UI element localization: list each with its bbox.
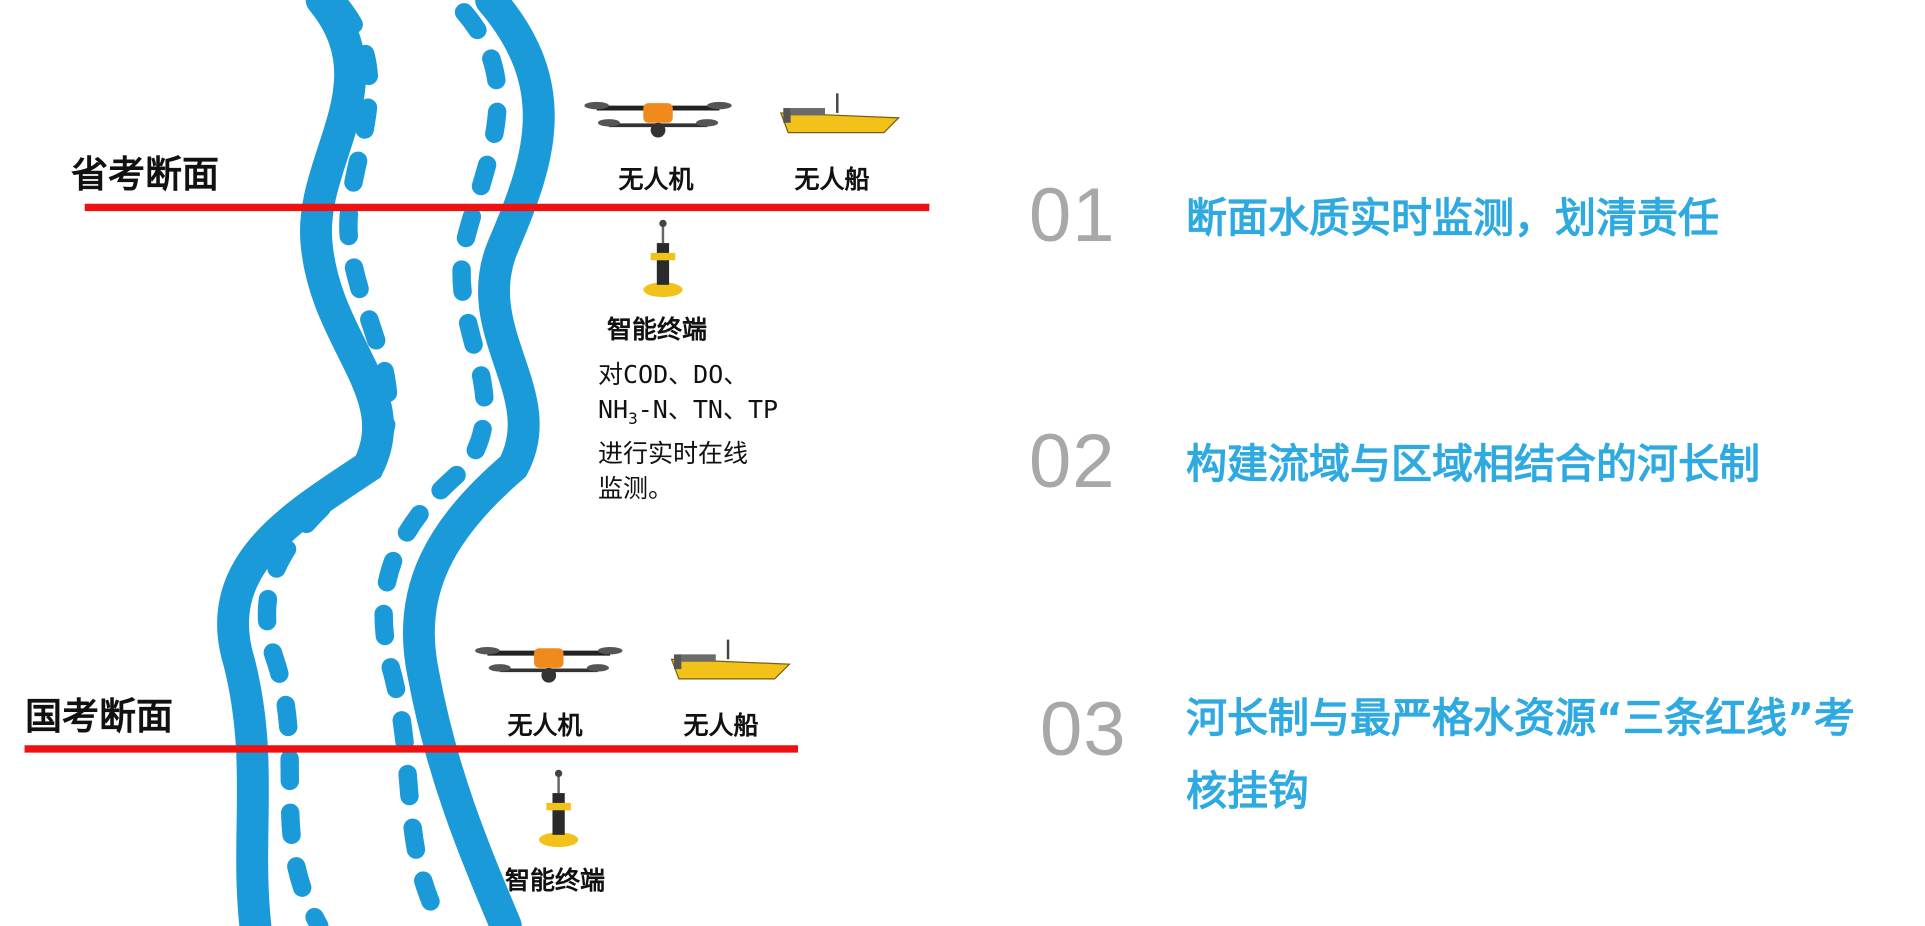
item-text: 断面水质实时监测，划清责任: [1186, 194, 1719, 242]
item-text: 构建流域与区域相结合的河长制: [1186, 440, 1760, 488]
drone-icon: [584, 101, 732, 138]
terminal-label: 智能终端: [504, 866, 606, 895]
provincial-section-label: 省考断面: [71, 153, 219, 196]
item-number: 02: [1029, 419, 1116, 504]
terminal-label: 智能终端: [606, 315, 708, 344]
boat-label: 无人船: [794, 165, 870, 194]
item-number: 03: [1040, 687, 1127, 772]
drone-icon: [475, 646, 623, 683]
description-line: 进行实时在线: [598, 439, 749, 468]
river: [217, 0, 555, 926]
description-line: NH3-N、TN、TP: [598, 395, 779, 428]
boat-label: 无人船: [683, 711, 759, 740]
drone-label: 无人机: [618, 165, 694, 194]
item-text: 核挂钩: [1186, 767, 1309, 815]
national-section-label: 国考断面: [25, 695, 173, 738]
description-line: 监测。: [598, 474, 674, 503]
monitoring-description: 对COD、DO、 NH3-N、TN、TP 进行实时在线 监测。: [598, 357, 828, 506]
item-text: 河长制与最严格水资源“三条红线”考: [1186, 694, 1855, 742]
smart-terminal-icon: [538, 769, 579, 848]
boat-icon: [779, 93, 901, 134]
boat-icon: [670, 639, 791, 680]
smart-terminal-icon: [643, 219, 683, 298]
item-number: 01: [1029, 173, 1116, 258]
drone-label: 无人机: [507, 711, 583, 740]
description-line: 对COD、DO、: [598, 360, 749, 389]
